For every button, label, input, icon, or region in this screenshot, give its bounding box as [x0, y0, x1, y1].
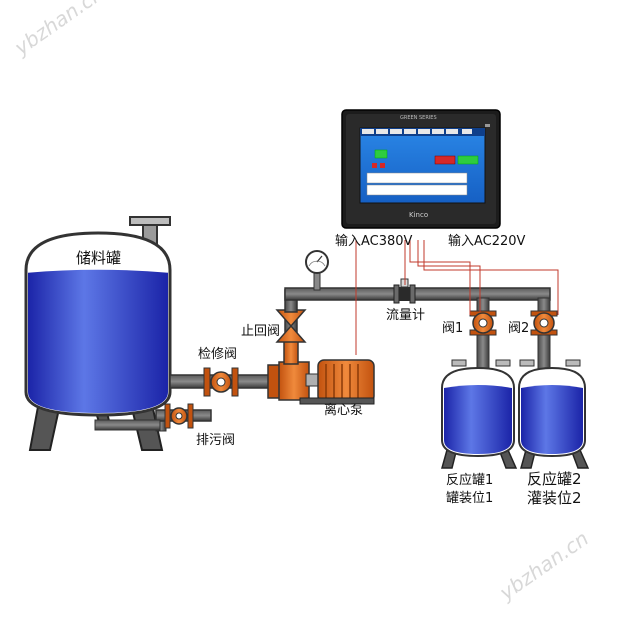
reactor2-title: 反应罐2 [527, 470, 582, 488]
storage-tank-label: 储料罐 [76, 249, 122, 267]
storage-tank [24, 216, 172, 451]
reactor1-position: 罐装位1 [446, 491, 494, 506]
centrifugal-pump-icon [267, 337, 375, 405]
valve1-icon [469, 310, 497, 336]
flowmeter-label: 流量计 [386, 308, 426, 323]
discharge-pipe [284, 271, 551, 370]
valve2-icon [530, 310, 558, 336]
power-input-380v-label: 输入AC380V [335, 234, 413, 249]
valve2-label: 阀2 [508, 321, 530, 336]
hmi-series-label: GREEN SERIES [400, 115, 437, 121]
drain-valve-label: 排污阀 [196, 433, 236, 448]
centrifugal-pump-label: 离心泵 [324, 403, 364, 418]
power-input-220v-label: 输入AC220V [448, 234, 526, 249]
inspection-valve-icon [203, 367, 239, 397]
reactor2-position: 灌装位2 [527, 489, 582, 507]
inspection-valve-label: 检修阀 [198, 347, 238, 362]
reactor-tank-1 [441, 359, 518, 469]
reactor1-title: 反应罐1 [446, 473, 494, 488]
valve1-label: 阀1 [442, 321, 464, 336]
check-valve-icon [275, 309, 307, 343]
drain-valve-icon [164, 403, 194, 429]
hmi-brand-logo: Kinco [409, 211, 429, 219]
pressure-gauge-icon [305, 250, 329, 274]
check-valve-label: 止回阀 [241, 324, 281, 339]
hmi-panel [341, 109, 501, 229]
reactor-tank-2 [518, 359, 590, 469]
control-wires [355, 240, 559, 355]
